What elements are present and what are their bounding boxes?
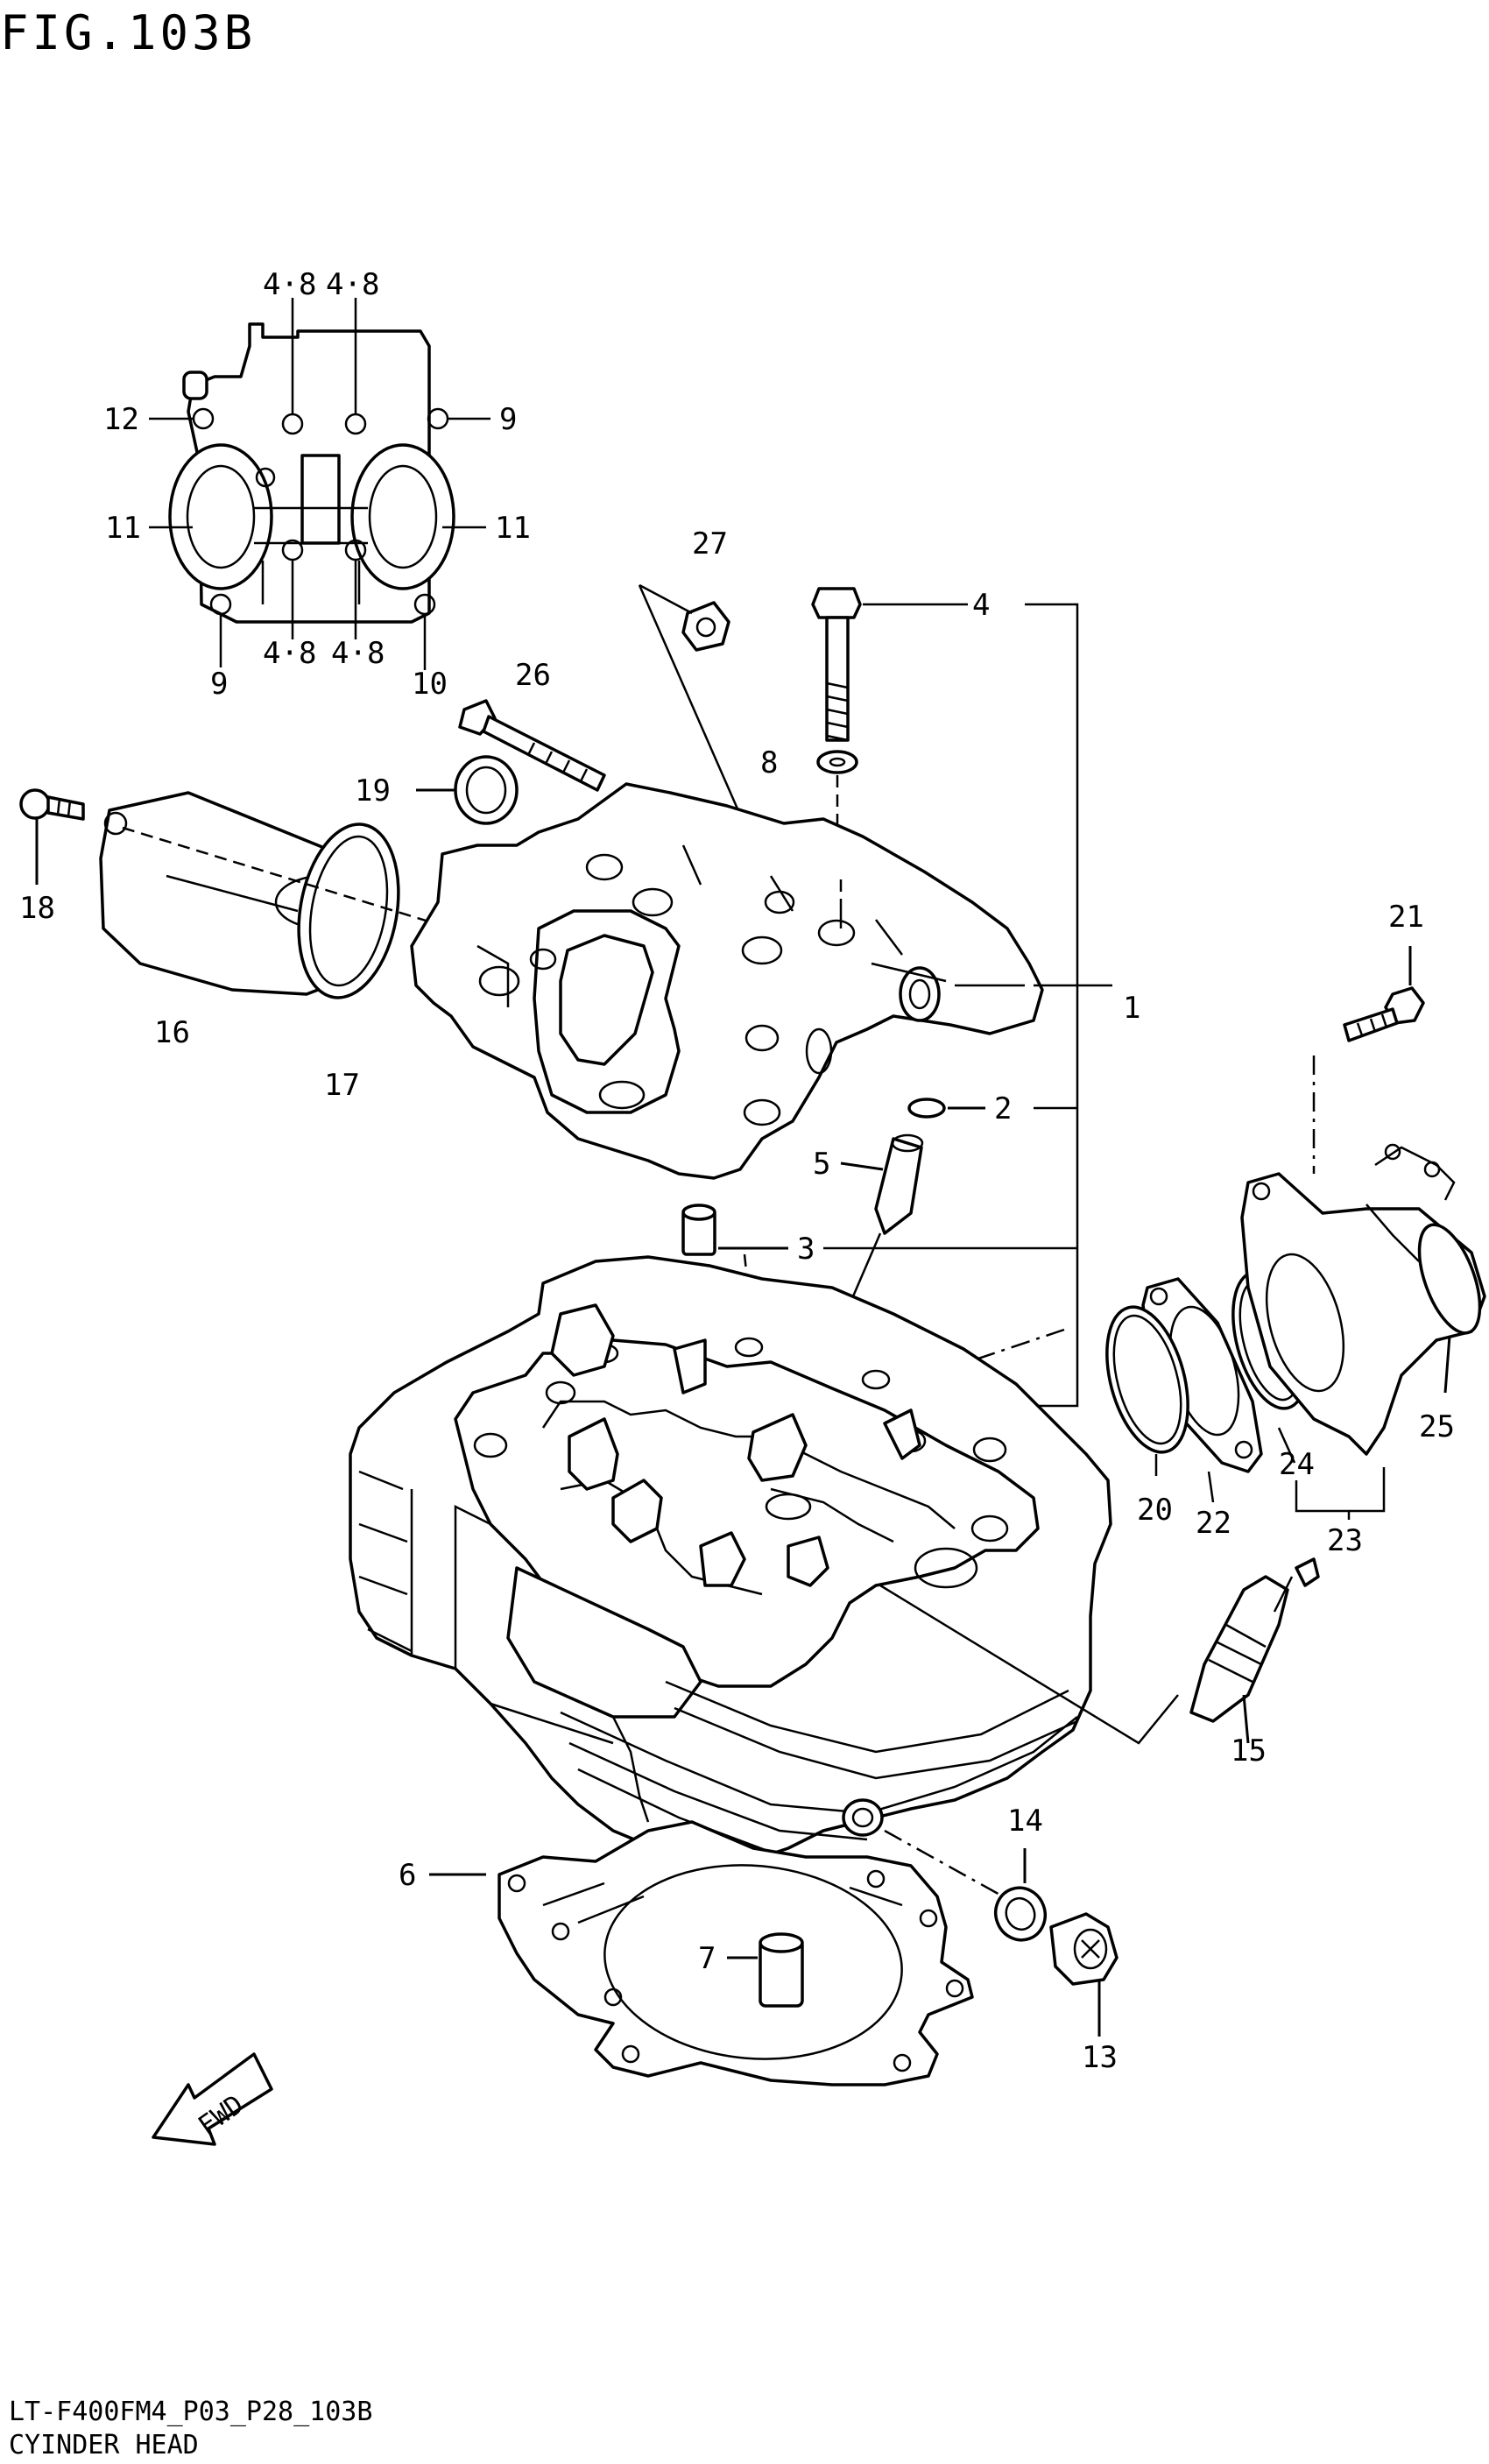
- callout-labels: 4·8 4·8 12 9 11 11 9 4·8 4·8 10 27 4 26 …: [19, 267, 1455, 2075]
- part-20-o-ring: [1105, 1305, 1189, 1454]
- callout-2: 2: [994, 1091, 1012, 1126]
- inset-leaders: [149, 298, 490, 670]
- callout-25: 25: [1419, 1409, 1455, 1444]
- callout-16: 16: [154, 1015, 190, 1050]
- cylinder-head-cover: [410, 782, 1044, 1180]
- part-7-dowel-pin: [727, 1932, 804, 2008]
- callout-1: 1: [1123, 991, 1140, 1026]
- part-4-bolt: [811, 587, 862, 742]
- callout-9-right: 9: [499, 402, 517, 437]
- callout-22: 22: [1196, 1506, 1231, 1541]
- fwd-arrow-icon: FWD: [152, 2052, 273, 2146]
- callout-13: 13: [1082, 2040, 1118, 2075]
- callout-18: 18: [19, 891, 55, 926]
- part-2-o-ring: [907, 1098, 985, 1119]
- callout-11-left: 11: [105, 511, 141, 546]
- part-3-dowel-pin: [681, 1204, 788, 1297]
- callout-7: 7: [698, 1941, 716, 1976]
- callout-24: 24: [1279, 1447, 1315, 1482]
- callout-6: 6: [399, 1858, 416, 1893]
- callout-5: 5: [813, 1147, 830, 1182]
- callout-4-8-bottom-left: 4·8: [263, 636, 316, 671]
- part-26-bolt: [458, 699, 606, 792]
- callout-12: 12: [103, 402, 139, 437]
- callout-20: 20: [1137, 1493, 1173, 1528]
- callout-4-8-top-left: 4·8: [263, 267, 316, 302]
- callout-21: 21: [1388, 900, 1424, 935]
- callout-4: 4: [972, 588, 990, 623]
- part-14-gasket: [884, 1829, 1047, 1942]
- callout-19: 19: [355, 773, 391, 808]
- part-25-intake-pipe: [1240, 1143, 1486, 1456]
- callout-bracket-23: [1154, 1427, 1386, 1520]
- callout-23: 23: [1327, 1523, 1363, 1558]
- callout-8: 8: [760, 745, 778, 780]
- callout-3: 3: [797, 1232, 815, 1267]
- callout-17: 17: [324, 1068, 360, 1103]
- part-13-plug-bolt: [1049, 1912, 1119, 2037]
- part-19-oil-seal: [416, 755, 519, 825]
- figure-name: CYINDER HEAD: [9, 2430, 199, 2460]
- callout-bracket-1-4: [823, 603, 1112, 1408]
- part-21-bolt: [1312, 946, 1425, 1174]
- callout-9-bottom: 9: [210, 667, 228, 702]
- callout-26: 26: [515, 658, 551, 693]
- part-15-spark-plug: [1189, 1557, 1320, 1744]
- figure-title: FIG.103B: [0, 5, 257, 60]
- callout-4-8-bottom-right: 4·8: [331, 636, 385, 671]
- callout-4-8-top-right: 4·8: [326, 267, 379, 302]
- part-18-bolt: [19, 788, 85, 885]
- callout-15: 15: [1231, 1733, 1267, 1769]
- inset-head-top-view: [168, 322, 455, 624]
- callout-14: 14: [1007, 1804, 1043, 1839]
- part-6-cylinder-gasket: [429, 1820, 974, 2086]
- figure-code: LT-F400FM4_P03_P28_103B: [9, 2397, 373, 2427]
- callout-27: 27: [692, 526, 728, 561]
- cylinder-head: [349, 1255, 1179, 1867]
- callout-10: 10: [412, 667, 448, 702]
- callout-11-right: 11: [495, 511, 531, 546]
